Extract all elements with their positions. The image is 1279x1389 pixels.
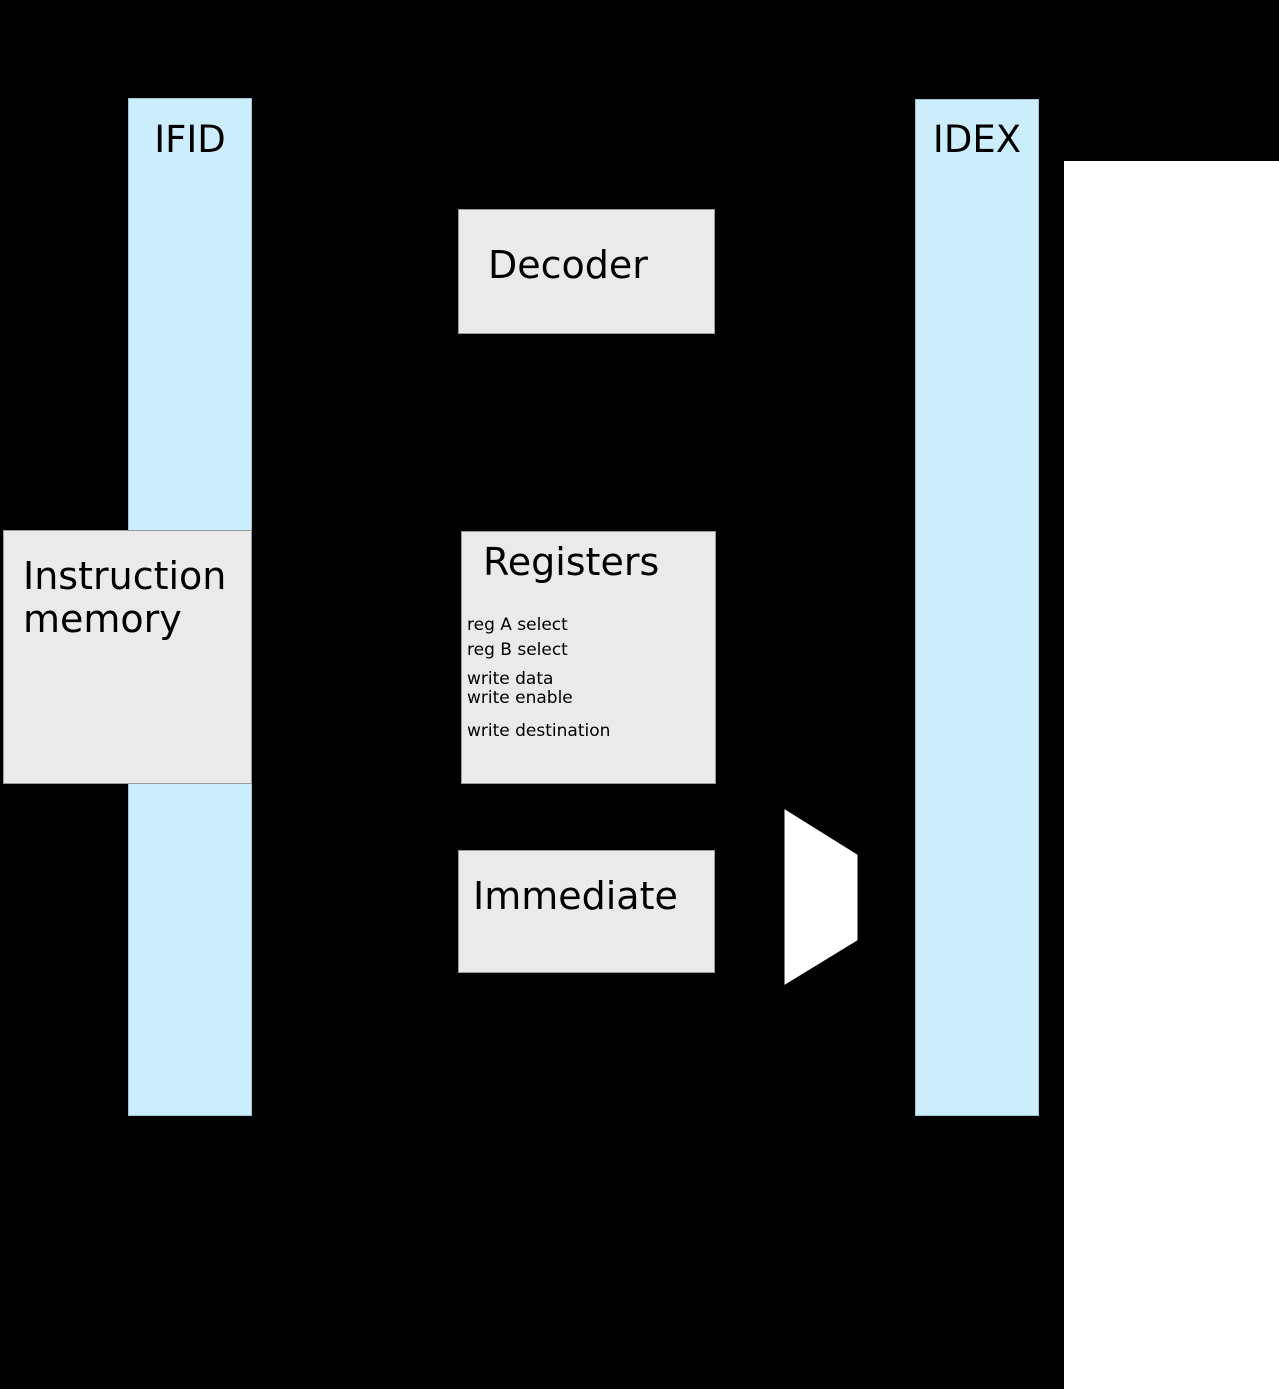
unit-instruction-memory[interactable]: Instruction memory <box>3 530 252 784</box>
registers-port-write-data: write data <box>467 669 554 689</box>
registers-port-write-enable: write enable <box>467 688 573 708</box>
registers-port-write-destination: write destination <box>467 721 611 741</box>
operand-mux[interactable] <box>783 808 861 986</box>
page-white-area <box>1064 161 1279 1389</box>
pipeline-register-ifid-label: IFID <box>154 118 226 161</box>
unit-decoder-title: Decoder <box>488 243 648 287</box>
pipeline-register-idex-label: IDEX <box>932 118 1022 161</box>
registers-port-reg-b-select: reg B select <box>467 640 568 660</box>
registers-port-reg-a-select: reg A select <box>467 615 568 635</box>
unit-registers-title: Registers <box>483 540 660 584</box>
unit-instruction-memory-title: Instruction memory <box>23 554 227 641</box>
unit-decoder[interactable]: Decoder <box>458 209 715 334</box>
unit-registers[interactable]: Registers reg A select reg B select writ… <box>461 531 716 784</box>
mux-trapezoid-icon <box>784 809 858 985</box>
pipeline-register-idex[interactable]: IDEX <box>915 99 1039 1116</box>
unit-immediate-title: Immediate <box>473 874 678 918</box>
unit-immediate[interactable]: Immediate <box>458 850 715 973</box>
